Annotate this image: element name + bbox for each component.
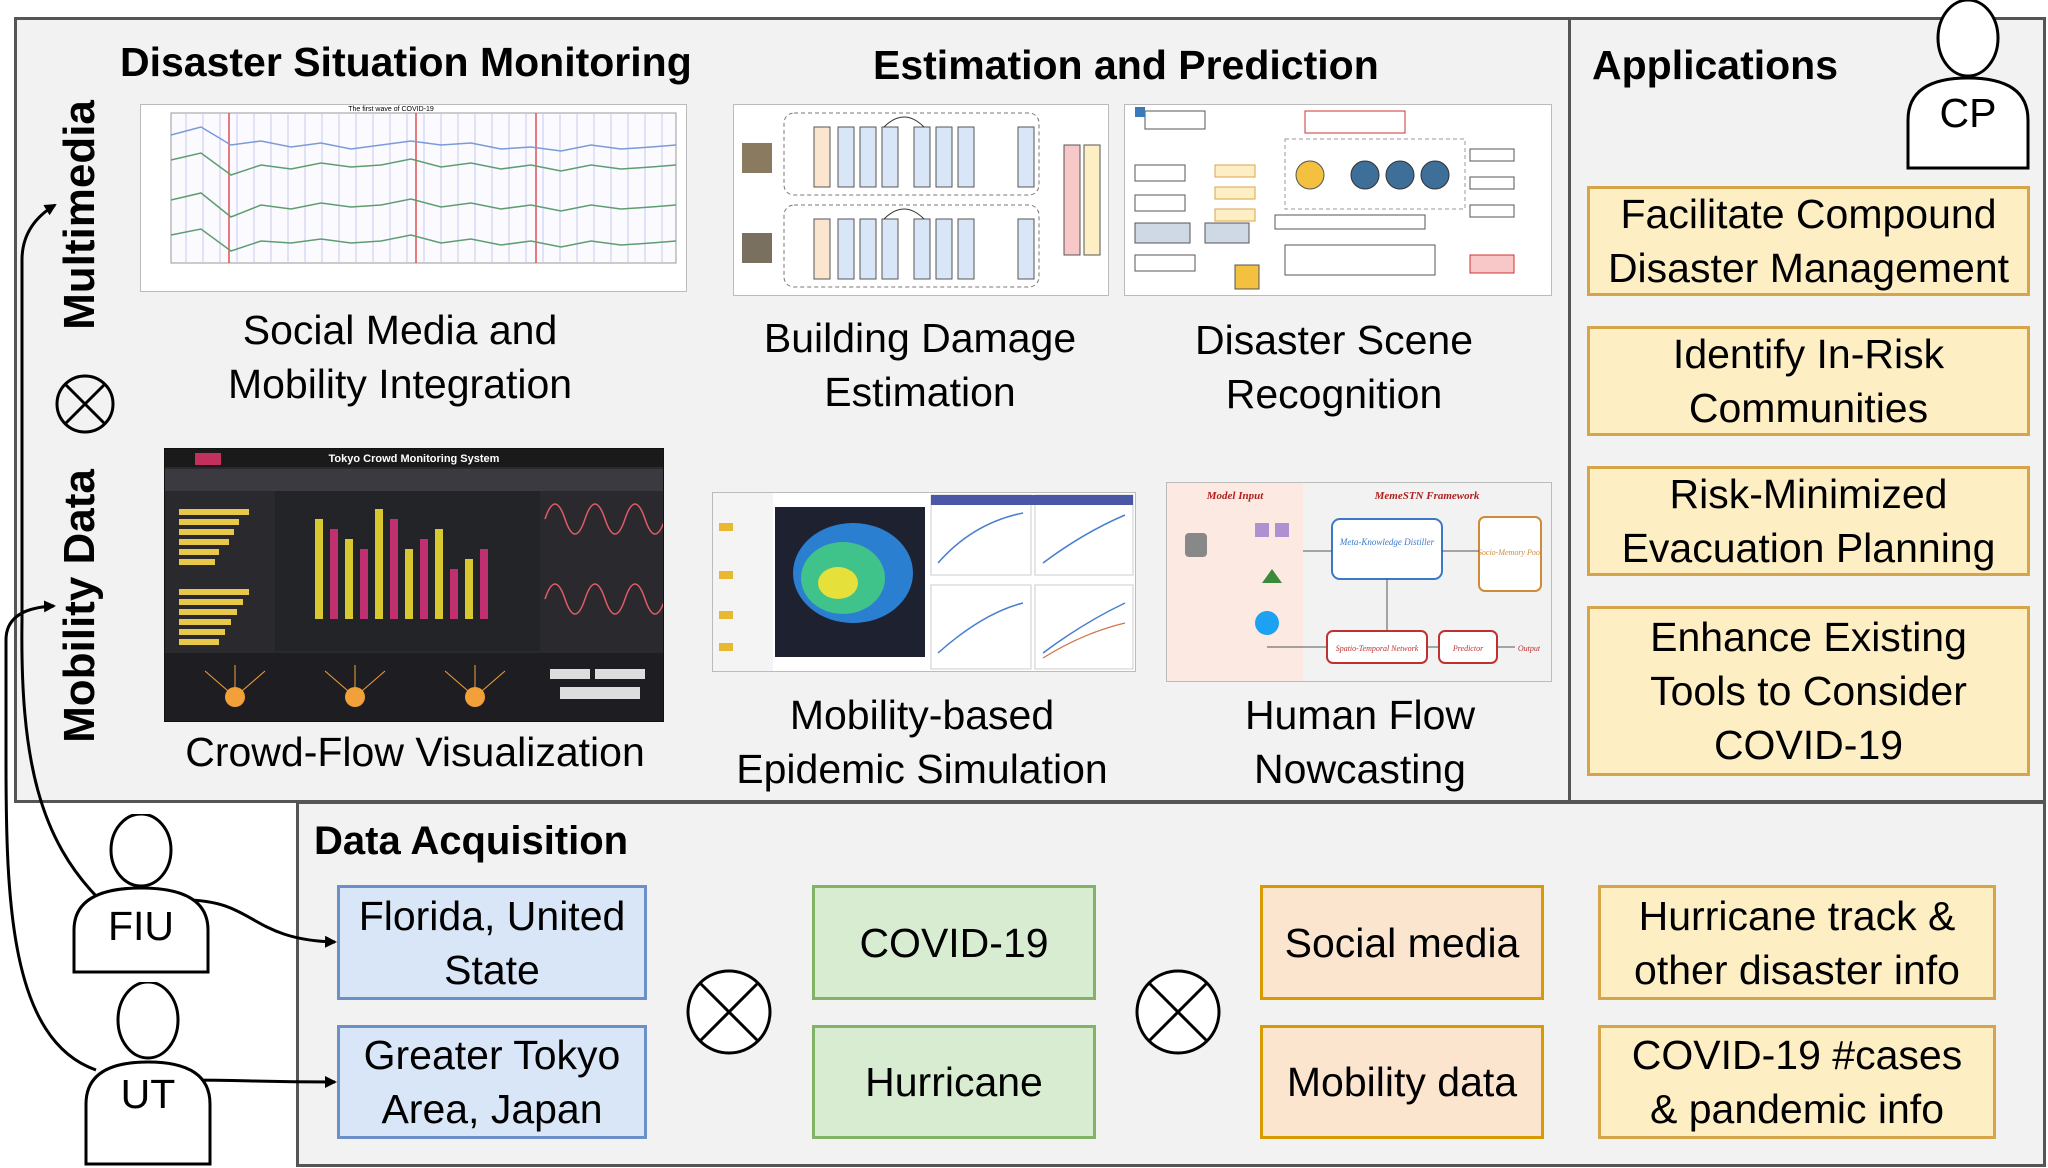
disaster-scene-flow-thumbnail — [1124, 104, 1552, 296]
fiu-persona-icon — [72, 814, 210, 974]
box-line: Greater Tokyo — [363, 1032, 621, 1078]
caption-line: Crowd-Flow Visualization — [185, 729, 645, 775]
box-line: Hurricane — [865, 1059, 1043, 1105]
caption-line: Recognition — [1225, 371, 1443, 417]
app-compound-disaster: Facilitate Compound Disaster Management — [1587, 186, 2030, 296]
box-line: COVID-19 #cases — [1631, 1032, 1963, 1078]
meta-knowledge-label: Meta-Knowledge Distiller — [1339, 537, 1435, 547]
app-in-risk-communities: Identify In-Risk Communities — [1587, 326, 2030, 436]
box-line: State — [444, 946, 540, 993]
output-label: Output — [1518, 644, 1541, 653]
caption-line: Estimation — [824, 369, 1016, 415]
box-line: Area, Japan — [381, 1086, 603, 1132]
otimes-region-event-icon — [686, 969, 772, 1055]
box-line: Social media — [1284, 919, 1520, 966]
caption-disaster-scene: Disaster Scene Recognition — [1124, 313, 1544, 421]
otimes-event-source-icon — [1135, 969, 1221, 1055]
event-covid19: COVID-19 — [812, 885, 1096, 1000]
monitoring-title: Disaster Situation Monitoring — [120, 39, 692, 85]
otimes-side-icon — [55, 374, 115, 434]
caption-line: Building Damage — [763, 315, 1077, 361]
source-mobility-data: Mobility data — [1260, 1025, 1544, 1139]
box-line: Hurricane track & — [1638, 892, 1956, 939]
memestn-framework-thumbnail: Model Input MemeSTN Framework Meta-Knowl… — [1166, 482, 1552, 682]
box-line: & pandemic info — [1649, 1086, 1944, 1132]
socio-memory-label: Socio-Memory Pool — [1478, 548, 1543, 557]
crowd-dashboard-title: Tokyo Crowd Monitoring System — [329, 453, 500, 465]
region-florida: Florida, United State — [337, 885, 647, 1000]
app-line: Enhance Existing — [1650, 614, 1967, 660]
app-line: Facilitate Compound — [1620, 191, 1997, 237]
caption-line: Social Media and — [242, 307, 558, 353]
info-hurricane-track: Hurricane track & other disaster info — [1598, 885, 1996, 1000]
estimation-title: Estimation and Prediction — [873, 42, 1379, 88]
caption-line: Mobility-based — [789, 692, 1055, 738]
caption-line: Disaster Scene — [1194, 317, 1473, 363]
predictor-label: Predictor — [1452, 644, 1484, 653]
caption-human-flow: Human Flow Nowcasting — [1160, 688, 1560, 796]
app-line: Communities — [1688, 385, 1929, 431]
box-line: other disaster info — [1634, 946, 1960, 993]
epidemic-simulation-thumbnail — [712, 492, 1136, 672]
box-line: Florida, United — [358, 892, 626, 939]
app-line: COVID-19 — [1713, 722, 1904, 768]
caption-social-mobility: Social Media and Mobility Integration — [140, 303, 660, 411]
app-line: Disaster Management — [1607, 245, 2010, 291]
event-hurricane: Hurricane — [812, 1025, 1096, 1139]
app-line: Tools to Consider — [1650, 668, 1967, 714]
caption-line: Nowcasting — [1254, 746, 1466, 792]
wave-1-label: The first wave of COVID-19 — [348, 106, 434, 113]
app-line: Risk-Minimized — [1669, 471, 1948, 517]
source-social-media: Social media — [1260, 885, 1544, 1000]
cp-persona-label: CP — [1939, 90, 1997, 136]
caption-building-damage: Building Damage Estimation — [710, 311, 1130, 419]
box-line: COVID-19 — [859, 919, 1049, 966]
applications-title: Applications — [1592, 42, 1839, 88]
caption-line: Human Flow — [1244, 692, 1476, 738]
memestn-framework-label: MemeSTN Framework — [1374, 490, 1480, 502]
region-tokyo: Greater Tokyo Area, Japan — [337, 1025, 647, 1139]
caption-crowd-flow: Crowd-Flow Visualization — [150, 725, 680, 779]
model-input-label: Model Input — [1206, 490, 1264, 502]
app-evacuation-planning: Risk-Minimized Evacuation Planning — [1587, 466, 2030, 576]
fiu-persona-label: FIU — [107, 903, 175, 949]
data-acquisition-title: Data Acquisition — [314, 819, 629, 863]
spatio-temporal-label: Spatio-Temporal Network — [1336, 644, 1419, 653]
caption-line: Epidemic Simulation — [736, 746, 1108, 792]
info-covid-cases: COVID-19 #cases & pandemic info — [1598, 1025, 1996, 1139]
caption-epidemic-simulation: Mobility-based Epidemic Simulation — [700, 688, 1144, 796]
app-enhance-tools: Enhance Existing Tools to Consider COVID… — [1587, 606, 2030, 776]
ut-persona-icon — [84, 982, 212, 1166]
ut-persona-label: UT — [120, 1071, 176, 1117]
box-line: Mobility data — [1286, 1059, 1518, 1105]
caption-line: Mobility Integration — [227, 361, 573, 407]
cp-persona-icon — [1906, 0, 2030, 170]
crowd-monitoring-dashboard-thumbnail: Tokyo Crowd Monitoring System — [164, 448, 664, 722]
building-damage-network-thumbnail — [733, 104, 1109, 296]
app-line: Evacuation Planning — [1621, 525, 1996, 571]
app-line: Identify In-Risk — [1672, 331, 1945, 377]
social-mobility-chart-thumbnail: The first wave of COVID-19 — [140, 104, 687, 292]
